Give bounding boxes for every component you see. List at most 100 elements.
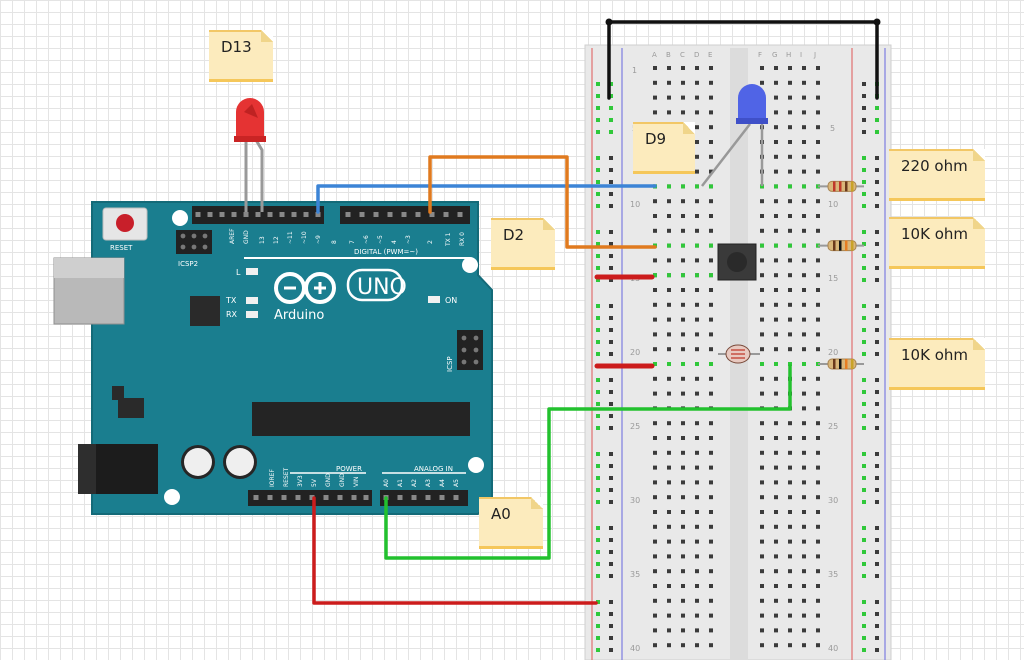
mount-hole-4 [164, 489, 180, 505]
breadboard-hole [816, 169, 820, 174]
rail-hole [875, 242, 879, 246]
row-label-25-right: 25 [828, 422, 838, 431]
active-rail-hole [862, 168, 866, 172]
rail-hole [609, 488, 613, 492]
active-rail-hole [862, 390, 866, 394]
rail-hole [609, 204, 613, 208]
rail-hole [609, 612, 613, 616]
active-rail-hole [596, 118, 600, 122]
breadboard-hole [709, 95, 713, 100]
breadboard-hole [774, 154, 778, 159]
mount-hole-1 [172, 210, 188, 226]
active-rail-hole [596, 168, 600, 172]
active-rail-hole [596, 562, 600, 566]
active-rail-hole [862, 636, 866, 640]
push-button-cap [727, 252, 747, 272]
breadboard-hole [760, 598, 764, 603]
top-pin-label: ~11 [287, 231, 294, 244]
breadboard-hole [760, 288, 764, 292]
note-a0-text: A0 [491, 505, 511, 523]
breadboard-hole [788, 80, 792, 85]
breadboard-hole [681, 66, 685, 70]
header-pin [443, 212, 449, 217]
rail-hole [875, 168, 879, 172]
breadboard-hole [760, 66, 764, 70]
breadboard-hole [788, 643, 792, 648]
rail-hole [875, 562, 879, 566]
breadboard-hole [681, 539, 685, 544]
breadboard-hole [788, 95, 792, 100]
active-rail-hole [609, 94, 613, 98]
uno-label: UNO [357, 275, 407, 300]
breadboard-hole [709, 480, 713, 485]
rail-hole [875, 402, 879, 406]
top-pin-label: GND [243, 230, 250, 244]
power-pin-label: IOREF [269, 469, 276, 487]
wire-black-bend-1 [605, 18, 613, 26]
breadboard-hole [802, 391, 806, 396]
rail-hole [609, 328, 613, 332]
power-label: POWER [336, 465, 362, 473]
reset-button-cap[interactable] [116, 214, 134, 232]
breadboard-hole [802, 347, 806, 352]
power-pin-label: RESET [283, 467, 290, 487]
active-hole [709, 243, 713, 248]
breadboard-hole [681, 643, 685, 648]
header-pin [195, 212, 201, 217]
breadboard-hole [774, 273, 778, 278]
breadboard-hole [788, 214, 792, 218]
wire-orange-d2 [428, 155, 657, 249]
power-pin-label: GND [339, 473, 346, 487]
brand-label: Arduino [274, 308, 324, 323]
col-label-c: C [680, 51, 685, 59]
breadboard-hole [816, 598, 820, 603]
breadboard-hole [709, 317, 713, 322]
analog-label: ANALOG IN [414, 465, 453, 473]
active-hole [760, 243, 764, 248]
breadboard-hole [653, 628, 657, 633]
breadboard-hole [760, 450, 764, 455]
breadboard-hole [667, 450, 671, 455]
active-rail-hole [596, 328, 600, 332]
breadboard-hole [802, 376, 806, 381]
reset-label: RESET [110, 244, 133, 252]
active-rail-hole [596, 242, 600, 246]
resistor [818, 180, 864, 192]
rail-hole [609, 636, 613, 640]
breadboard-hole [653, 95, 657, 100]
breadboard-hole [802, 125, 806, 130]
resistor-band [839, 240, 842, 251]
breadboard-hole [681, 199, 685, 204]
active-hole [695, 243, 699, 248]
breadboard-hole [653, 347, 657, 352]
breadboard-hole [695, 332, 699, 337]
mount-hole-3 [468, 457, 484, 473]
power-pin-label: GND [325, 473, 332, 487]
header-pin [219, 212, 225, 217]
note-220-ohm: 220 ohm [889, 149, 985, 201]
column-letters: A B C D E F G H I J [652, 51, 816, 59]
rail-hole [875, 352, 879, 356]
rail-hole [609, 168, 613, 172]
rail-hole [609, 464, 613, 468]
breadboard-hole [709, 169, 713, 174]
note-d13-text: D13 [221, 38, 252, 56]
breadboard-hole [653, 643, 657, 648]
breadboard-hole [802, 169, 806, 174]
breadboard-hole [653, 539, 657, 544]
active-rail-hole [875, 130, 879, 134]
breadboard-hole [760, 584, 764, 588]
breadboard-hole [709, 80, 713, 85]
breadboard-hole [695, 613, 699, 618]
breadboard-hole [788, 554, 792, 559]
top-pin-label: RX 0 [459, 232, 466, 246]
breadboard-hole [709, 332, 713, 337]
breadboard-hole [667, 421, 671, 426]
rail-hole [875, 612, 879, 616]
breadboard-hole [802, 569, 806, 574]
breadboard-hole [802, 258, 806, 263]
blue-led-body [738, 84, 766, 122]
header-pin [323, 495, 329, 500]
breadboard-hole [667, 317, 671, 322]
breadboard-hole [802, 450, 806, 455]
